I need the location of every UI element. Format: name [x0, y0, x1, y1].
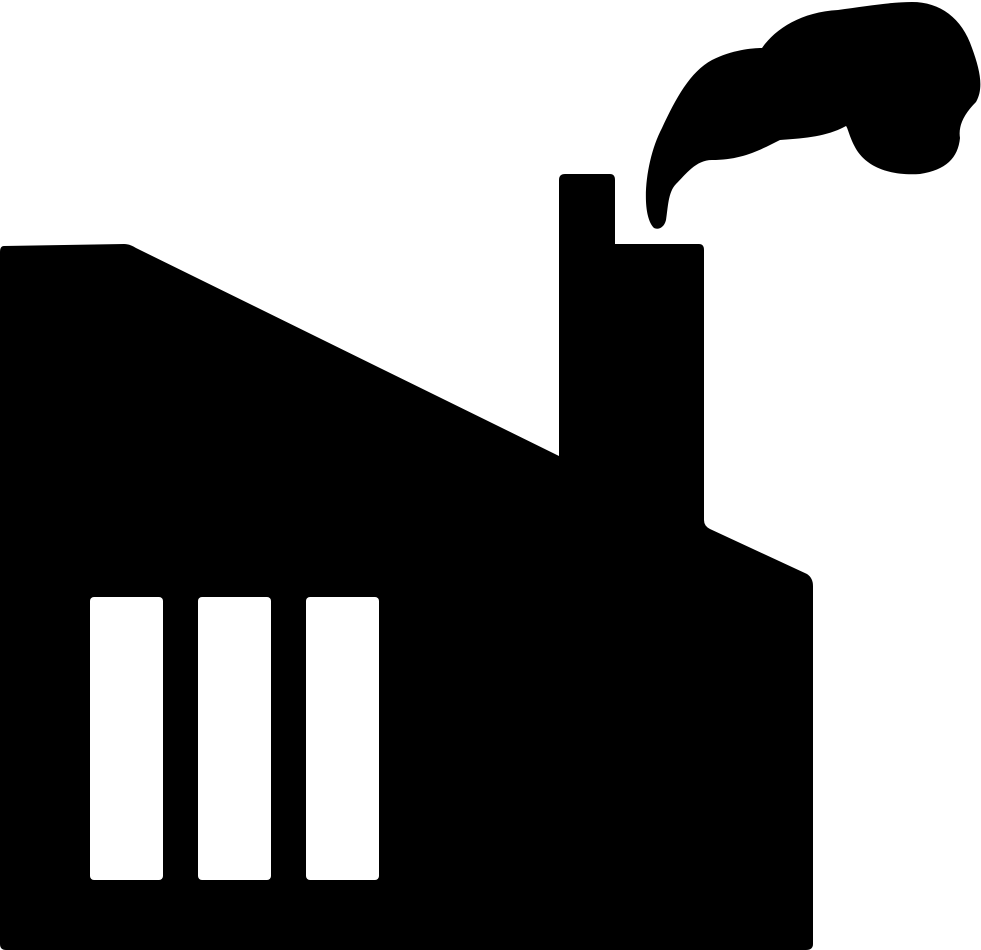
window-left	[90, 597, 163, 880]
window-middle	[198, 597, 271, 880]
window-right	[306, 597, 379, 880]
smoke-icon	[645, 2, 981, 229]
